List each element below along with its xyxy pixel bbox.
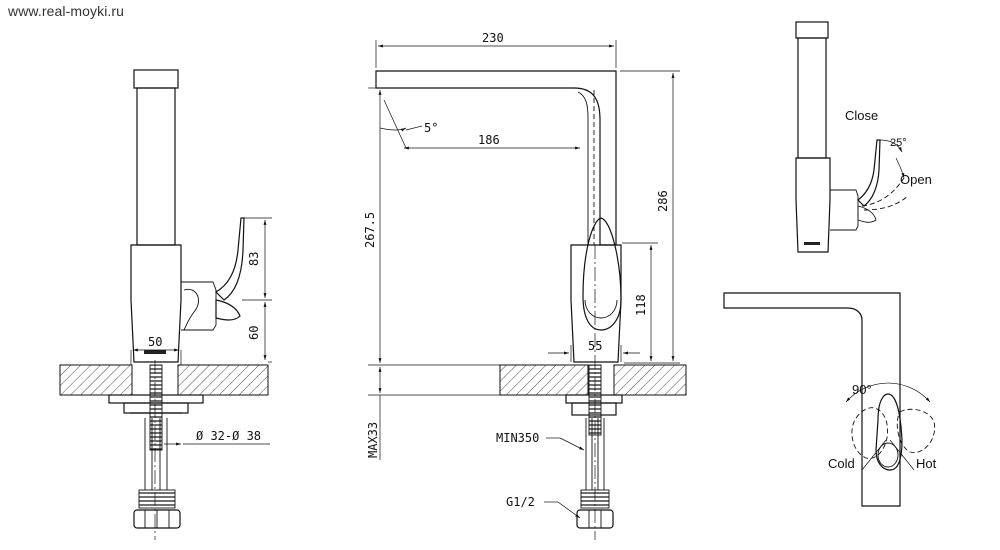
dim-angle-5: 5° [424, 121, 438, 135]
dim-width-230: 230 [482, 31, 504, 45]
lever-handle [875, 393, 903, 471]
dim-height-286: 286 [656, 190, 670, 212]
countertop-right [613, 364, 687, 396]
faucet-body [570, 244, 622, 363]
spout [375, 70, 617, 246]
faucet-body [130, 244, 182, 363]
countertop-left [59, 364, 133, 396]
lever-handle [215, 217, 245, 301]
spout-column [136, 87, 176, 246]
dim-reach-186: 186 [478, 133, 500, 147]
lever-handle [582, 217, 622, 331]
dim-min-350: MIN350 [496, 431, 539, 445]
dim-width-50: 50 [148, 335, 162, 349]
spout-top [795, 21, 829, 39]
front-view: 230 186 5° 267.5 MAX33 286 118 55 [363, 31, 687, 540]
dim-height-83: 83 [247, 252, 261, 266]
dim-height-118: 118 [634, 294, 648, 316]
watermark: www.real-moyki.ru [8, 3, 125, 19]
label-hot: Hot [916, 456, 937, 471]
label-angle-25: 25° [890, 137, 907, 149]
dim-height-267: 267.5 [363, 212, 377, 248]
label-close: Close [845, 108, 878, 123]
faucet-body [795, 157, 831, 253]
spout-top [133, 69, 179, 89]
dim-height-60: 60 [247, 326, 261, 340]
spout-top-view [723, 292, 901, 507]
label-open: Open [900, 172, 932, 187]
label-angle-90: 90° [852, 382, 872, 397]
threaded-rod [149, 364, 163, 451]
dim-max-33: MAX33 [366, 422, 380, 458]
hose-fitting [138, 489, 176, 509]
lever-tilt-view: Close 25° Open [795, 21, 932, 253]
side-view: 50 83 60 Ø 32-Ø 38 [59, 69, 272, 540]
countertop-right [177, 364, 269, 396]
label-cold: Cold [828, 456, 855, 471]
dim-diameter: Ø 32-Ø 38 [196, 429, 261, 443]
lever-handle [857, 139, 881, 207]
lever-rotation-view: 90° Cold Hot [723, 292, 937, 507]
spout-column [797, 37, 827, 159]
dim-width-55: 55 [588, 339, 602, 353]
countertop-left [499, 364, 589, 396]
dim-thread: G1/2 [506, 495, 535, 509]
